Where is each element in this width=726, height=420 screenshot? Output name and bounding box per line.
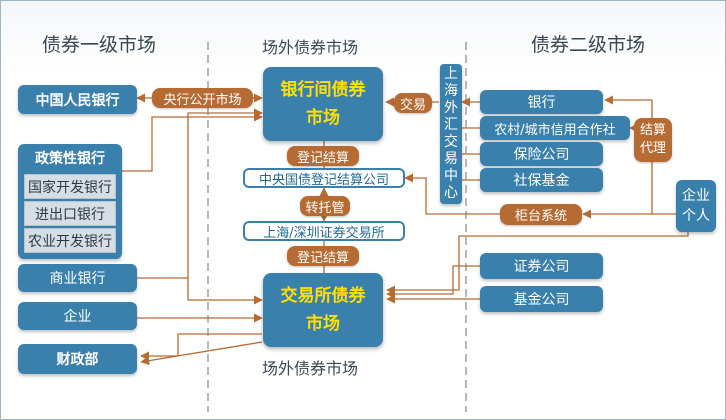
cfets-char-0: 上	[444, 66, 458, 82]
cfets-char-7: 心	[444, 185, 458, 201]
enterprise-individual-line2: 个人	[682, 208, 710, 224]
flow-commercial-exchange	[187, 278, 263, 305]
trade-label: 交易	[394, 93, 432, 113]
fund-companies-box: 基金公司	[480, 286, 603, 312]
flow-exchange-mof-2	[140, 341, 263, 366]
policy-banks-title: 政策性银行	[35, 150, 105, 167]
transfer-custody-label: 转托管	[300, 196, 350, 216]
cdb-item: 国家开发银行	[24, 174, 116, 199]
enterprise-individual-line1: 企业	[682, 188, 710, 204]
social-security-fund-box: 社保基金	[480, 168, 603, 192]
cfets-box: 上 海 外 汇 交 易 中 心	[440, 64, 462, 204]
banks-box: 银行	[480, 90, 603, 114]
exchange-market-box: 交易所债券 市场	[263, 273, 383, 347]
exim-item: 进出口银行	[24, 201, 116, 226]
interbank-market-box: 银行间债券 市场	[263, 67, 383, 141]
credit-coop-box: 农村/城市信用合作社	[480, 116, 630, 140]
flow-individual-exchange	[386, 232, 689, 295]
registration-settlement-label-2: 登记结算	[287, 246, 359, 266]
registration-settlement-label-1: 登记结算	[287, 146, 359, 166]
flow-policybanks-interbank	[122, 112, 263, 172]
header-otc-market: 场外债券市场	[262, 38, 359, 57]
exchange-market-line1: 交易所债券	[280, 286, 366, 306]
ccdc-box: 中央国债登记结算公司	[243, 168, 405, 188]
counter-system-label: 柜台系统	[500, 204, 582, 225]
adbc-item: 农业开发银行	[24, 228, 116, 253]
exchange-market-line2: 市场	[306, 314, 340, 334]
otc-bottom-label: 场外债券市场	[262, 359, 359, 378]
cfets-char-2: 外	[444, 100, 458, 116]
settlement-agent-line1: 结算	[639, 123, 666, 138]
flow-exchange-mof	[140, 333, 262, 361]
enterprise-individual-box: 企业 个人	[676, 180, 716, 232]
flow-counter-ccdc	[404, 173, 500, 215]
cfets-char-6: 中	[444, 168, 458, 184]
pboc-box: 中国人民银行	[18, 85, 137, 114]
cfets-char-3: 汇	[444, 117, 458, 133]
open-market-label: 央行公开市场	[152, 88, 253, 108]
commercial-banks-box: 商业银行	[18, 264, 137, 292]
insurance-box: 保险公司	[480, 142, 603, 166]
interbank-market-line1: 银行间债券	[280, 80, 366, 100]
flow-commercial-interbank	[137, 108, 263, 279]
cfets-char-1: 海	[444, 83, 458, 99]
cfets-char-5: 易	[444, 151, 458, 167]
mof-box: 财政部	[18, 344, 137, 374]
settlement-agent-line2: 代理	[639, 141, 666, 156]
interbank-market-line2: 市场	[306, 108, 340, 128]
settlement-agent-label: 结算 代理	[634, 118, 672, 162]
header-primary-market: 债券一级市场	[42, 34, 157, 56]
flow-securities-exchange	[386, 265, 480, 299]
header-secondary-market: 债券二级市场	[531, 34, 646, 56]
exchanges-box: 上海/深圳证券交易所	[243, 221, 405, 241]
cfets-char-4: 交	[444, 134, 458, 150]
enterprise-box: 企业	[18, 302, 137, 330]
securities-firms-box: 证券公司	[480, 253, 603, 279]
